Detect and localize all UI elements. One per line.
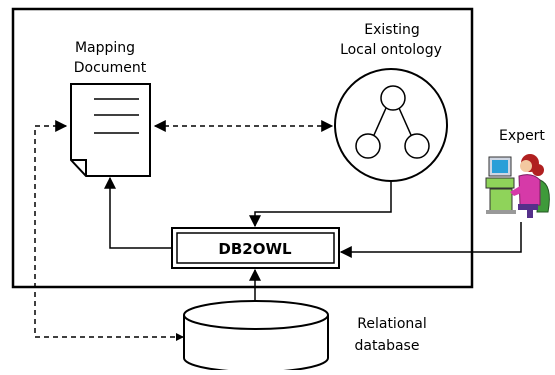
relational-database-label-line1: Relational <box>357 316 426 332</box>
db2owl-box: DB2OWL <box>171 227 340 269</box>
local-ontology-label-line1: Existing <box>364 22 419 38</box>
db2owl-label: DB2OWL <box>218 240 292 258</box>
database-cylinder-icon <box>183 300 329 373</box>
expert-person-at-computer-icon <box>485 154 550 218</box>
expert-label: Expert <box>499 128 545 144</box>
database-dashed-arrowhead <box>176 333 184 341</box>
expert-to-db2owl-arrow <box>339 222 522 258</box>
document-icon <box>70 83 151 177</box>
mapping-document-label-line2: Document <box>74 60 147 76</box>
relational-database-label-line2: database <box>355 338 420 354</box>
mapping-document-label-line1: Mapping <box>75 40 135 56</box>
ontology-to-db2owl-arrow <box>249 181 392 228</box>
local-ontology-label-line2: Local ontology <box>340 42 442 58</box>
db2owl-to-document-arrow <box>104 176 172 249</box>
system-boundary-frame <box>11 7 474 289</box>
ontology-graph-icon <box>334 68 448 182</box>
database-document-dashed-arrow <box>34 120 184 338</box>
